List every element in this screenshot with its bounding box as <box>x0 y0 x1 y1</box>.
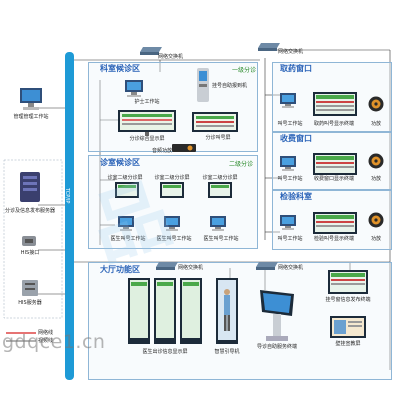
footer-watermark: gdqce1.cn <box>2 331 106 353</box>
registration-terminal-icon <box>328 270 368 294</box>
amplifier-label: 音频功放 <box>152 148 173 154</box>
triage-display-label: 分诊综合显示屏 <box>129 136 165 142</box>
mgmt-workstation-label: 管理管理工作站 <box>13 114 49 120</box>
lab-display-label: 检验叫号显示终端 <box>313 236 355 242</box>
guide-kiosk-label: 智慧引导机 <box>214 349 240 355</box>
billing-station-icon <box>280 156 296 171</box>
queue-server-label: 分诊及信息发布服务器 <box>4 208 56 214</box>
room-screen-2-label: 诊室二级分诊屏 <box>154 175 190 181</box>
lobby-big-screen-label: 医生出诊信息显示屏 <box>142 349 188 355</box>
doctor-station-3-icon <box>210 216 226 231</box>
switch-lobby-left-icon <box>156 262 178 270</box>
lobby-title: 大厅功能区 <box>100 265 140 274</box>
triage-callscreen-icon <box>192 112 238 132</box>
lab-station-icon <box>280 215 296 230</box>
clinic-triage-subtitle: 二级分诊 <box>229 161 254 168</box>
doctor-station-1-label: 医生叫号工作站 <box>110 236 146 242</box>
lab-title: 检验科室 <box>280 192 312 201</box>
room-screen-1-icon <box>115 182 139 198</box>
amplifier-icon <box>172 144 196 152</box>
kiosk-icon <box>197 68 209 102</box>
pharmacy-station-label: 叫号工作站 <box>277 121 303 127</box>
billing-display-icon <box>313 153 357 175</box>
legend-network-label: 网络线 <box>38 330 54 336</box>
switch-lobby-right-icon <box>256 262 278 270</box>
ward-triage-subtitle: 一级分诊 <box>232 67 257 74</box>
doctor-station-2-label: 医生叫号工作站 <box>156 236 192 242</box>
clinic-triage-box <box>88 155 258 249</box>
tcp-backbone <box>65 52 74 380</box>
pharmacy-display-icon <box>313 92 357 116</box>
triage-callscreen-label: 分诊叫号屏 <box>205 135 231 141</box>
pharmacy-display-label: 取药叫号显示终端 <box>313 121 355 127</box>
doctor-station-2-icon <box>164 216 180 231</box>
self-service-label: 导诊自助服务终端 <box>256 344 298 350</box>
his-interface-label: HIS接口 <box>20 250 40 256</box>
mgmt-computer-icon <box>20 88 42 110</box>
his-interface-icon <box>22 236 36 246</box>
lab-speaker-label: 功放 <box>370 236 382 242</box>
pharmacy-speaker-label: 功放 <box>370 121 382 127</box>
his-server-icon <box>22 280 38 296</box>
room-screen-1-label: 诊室二级分诊屏 <box>107 175 143 181</box>
nurse-station-label: 护士工作站 <box>134 99 160 105</box>
his-server-label: HIS服务器 <box>18 300 42 306</box>
room-screen-3-label: 诊室二级分诊屏 <box>202 175 238 181</box>
switch-top-right-label: 网络交换机 <box>278 49 304 55</box>
clinic-triage-title: 诊室候诊区 <box>100 158 140 167</box>
room-screen-2-icon <box>160 182 184 198</box>
switch-top-left-label: 网络交换机 <box>158 54 184 60</box>
ward-triage-box <box>88 62 258 152</box>
doctor-station-1-icon <box>118 216 134 231</box>
lab-speaker-icon <box>368 212 384 228</box>
billing-display-label: 收费窗口显示终端 <box>313 176 355 182</box>
pharmacy-speaker-icon <box>368 96 384 112</box>
room-screen-3-icon <box>208 182 232 198</box>
nurse-station-icon <box>125 80 143 97</box>
lab-station-label: 叫号工作站 <box>277 236 303 242</box>
billing-station-label: 叫号工作站 <box>277 176 303 182</box>
legend-fiber-label: 视频线 <box>38 338 54 344</box>
billing-speaker-icon <box>368 153 384 169</box>
registration-terminal-label: 挂号窗信息发布终端 <box>325 297 371 303</box>
guide-kiosk-icon <box>216 278 238 344</box>
switch-top-left-icon <box>140 47 162 55</box>
billing-speaker-label: 功放 <box>370 176 382 182</box>
doctor-station-3-label: 医生叫号工作站 <box>203 236 239 242</box>
self-service-icon <box>260 290 294 341</box>
ward-triage-title: 科室候诊区 <box>100 64 140 73</box>
lobby-big-screen-icon <box>128 278 202 344</box>
kiosk-label: 挂号自助报到机 <box>212 83 248 89</box>
wall-screen-label: 壁挂宣教屏 <box>335 341 361 347</box>
wall-screen-icon <box>330 316 366 338</box>
switch-lobby-right-label: 网络交换机 <box>278 265 304 271</box>
pharmacy-title: 取药窗口 <box>280 64 312 73</box>
switch-lobby-left-label: 网络交换机 <box>178 265 204 271</box>
server-icon <box>20 172 40 202</box>
switch-top-right-icon <box>258 43 280 51</box>
lab-display-icon <box>313 212 357 234</box>
billing-title: 收费窗口 <box>280 134 312 143</box>
pharmacy-station-icon <box>280 93 296 108</box>
backbone-label: TCP/IP <box>64 188 70 204</box>
triage-display-icon <box>118 110 176 136</box>
